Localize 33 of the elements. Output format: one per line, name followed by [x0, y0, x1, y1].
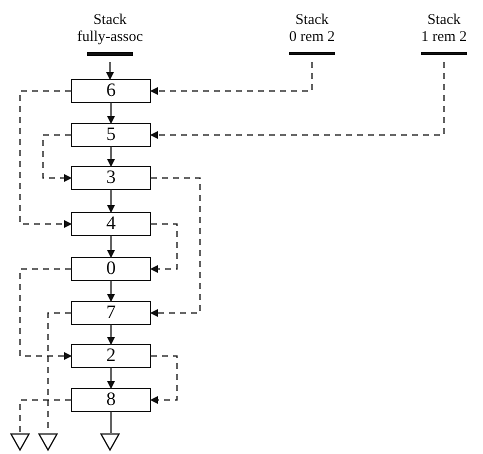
- stack-entry-box: 4: [71, 212, 151, 236]
- stack-label: fully-assoc: [77, 29, 143, 46]
- dashed-arrow: [19, 268, 72, 360]
- stack-entry-box: 5: [71, 123, 151, 147]
- arrow: [107, 147, 115, 167]
- dashed-arrow: [150, 62, 313, 95]
- dashed-arrow: [150, 177, 201, 317]
- arrow: [107, 190, 115, 213]
- stack-entry-box: 8: [71, 388, 151, 412]
- arrow: [107, 368, 115, 389]
- stack-entry-box: 7: [71, 301, 151, 325]
- arrow: [107, 236, 115, 258]
- arrow: [107, 281, 115, 302]
- ground-triangle: [38, 433, 58, 451]
- stack-label: 1 rem 2: [421, 29, 467, 46]
- arrow: [106, 62, 114, 80]
- dashed-arrow: [150, 223, 178, 273]
- stack-label: Stack: [427, 12, 461, 29]
- dashed-arrow: [42, 134, 72, 182]
- stack-entry-box: 0: [71, 257, 151, 281]
- dashed-arrow: [19, 90, 72, 228]
- stack-entry-box: 3: [71, 166, 151, 190]
- arrow: [107, 103, 115, 124]
- arrow: [107, 325, 115, 345]
- ground-triangle: [10, 433, 30, 451]
- dashed-arrow: [150, 355, 178, 404]
- ground-triangle: [100, 433, 120, 451]
- stack-entry-box: 6: [71, 79, 151, 103]
- stack-label: Stack: [295, 12, 329, 29]
- stack-label: 0 rem 2: [289, 29, 335, 46]
- stack-label: Stack: [93, 12, 127, 29]
- stack-entry-box: 2: [71, 344, 151, 368]
- dashed-arrow: [150, 62, 445, 139]
